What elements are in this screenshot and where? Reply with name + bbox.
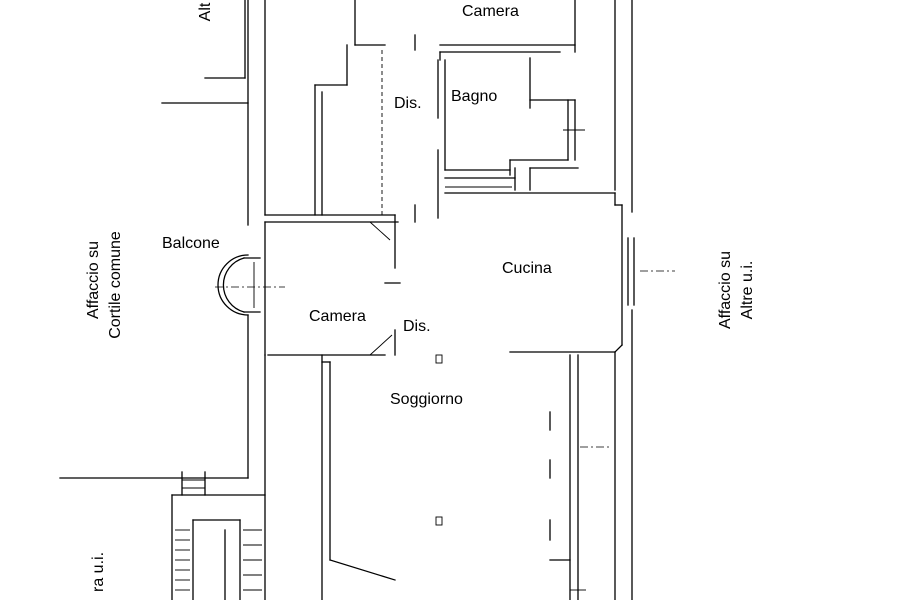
wall-bagno bbox=[437, 57, 585, 219]
label-cucina: Cucina bbox=[502, 260, 552, 277]
outer-walls bbox=[59, 0, 633, 600]
wall-soggiorno bbox=[321, 354, 612, 600]
wall-cucina bbox=[444, 192, 675, 353]
label-top-left-cut: Alt bbox=[197, 2, 214, 21]
label-bottom-left-cut: ra u.i. bbox=[90, 552, 107, 592]
label-left-line2: Cortile comune bbox=[107, 231, 124, 339]
label-camera-top: Camera bbox=[462, 3, 519, 20]
label-right-line1: Affaccio su bbox=[717, 251, 734, 329]
label-soggiorno: Soggiorno bbox=[390, 391, 463, 408]
stairs bbox=[171, 471, 266, 600]
label-balcone: Balcone bbox=[162, 235, 220, 252]
label-right-line2: Altre u.i. bbox=[739, 261, 756, 320]
wall-camera-top bbox=[354, 0, 576, 61]
label-bagno: Bagno bbox=[451, 88, 497, 105]
wall-corridor-top bbox=[314, 34, 416, 223]
label-camera-mid: Camera bbox=[309, 308, 366, 325]
wall-camera-mid bbox=[264, 214, 401, 356]
label-left-line1: Affaccio su bbox=[85, 241, 102, 319]
wall-balcone bbox=[215, 254, 285, 316]
label-dis-top: Dis. bbox=[394, 95, 422, 112]
label-dis-mid: Dis. bbox=[403, 318, 431, 335]
